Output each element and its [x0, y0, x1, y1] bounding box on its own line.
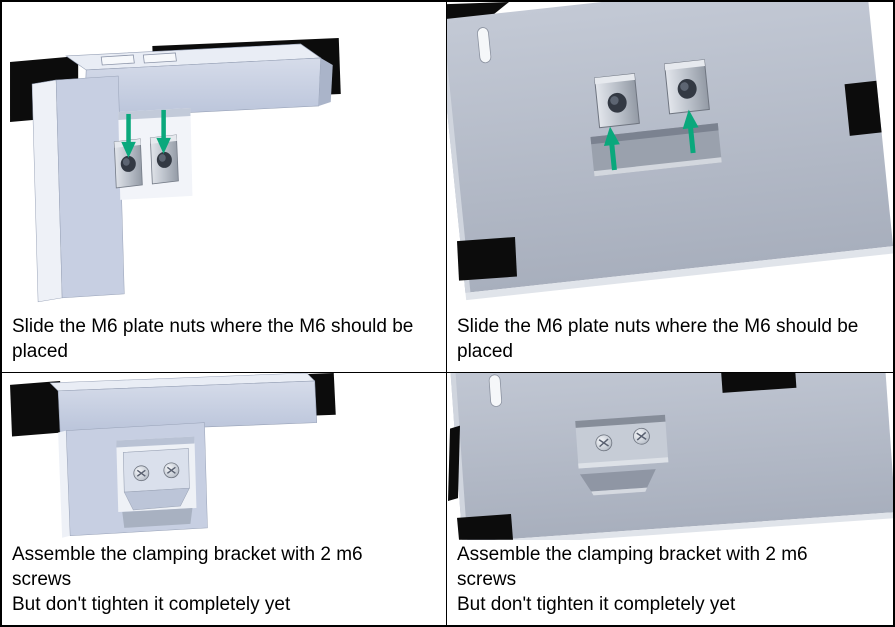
- caption-top-right: Slide the M6 plate nuts where the M6 sho…: [457, 315, 859, 362]
- m6-screw: [595, 434, 613, 452]
- panel-slot: [488, 374, 503, 407]
- caption-line: But don't tighten it completely yet: [12, 593, 291, 615]
- figure-top-right-graphic: [447, 2, 893, 301]
- top-rail: [65, 43, 333, 119]
- m6-screw: [633, 427, 650, 445]
- side-panel: [449, 373, 893, 540]
- arrow-down-icon: [156, 109, 171, 154]
- black-frame-patch: [448, 425, 460, 502]
- table-cell-top-right: Slide the M6 plate nuts where the M6 sho…: [447, 2, 893, 373]
- notch-lip: [591, 487, 648, 496]
- m6-plate-nut: [594, 73, 640, 129]
- caption-bottom-left: Assemble the clamping bracket with 2 m6 …: [2, 540, 446, 625]
- bracket-column: [31, 75, 125, 303]
- arrow-down-icon: [121, 113, 136, 158]
- arrow-up-icon: [682, 109, 699, 154]
- caption-top-left: Slide the M6 plate nuts where the M6 sho…: [12, 315, 414, 362]
- m6-plate-nut: [149, 134, 179, 185]
- rail-slot: [142, 52, 177, 64]
- notch: [579, 469, 656, 492]
- caption-line: Assemble the clamping bracket with 2 m6 …: [12, 543, 363, 590]
- black-frame-patch: [719, 373, 797, 393]
- rail-slot: [100, 54, 135, 66]
- black-frame-patch: [10, 380, 63, 437]
- figure-bottom-right-graphic: [448, 373, 893, 540]
- figure-bottom-left: [2, 373, 446, 540]
- black-frame-patch: [457, 513, 513, 540]
- top-rail: [49, 373, 318, 433]
- arrow-up-icon: [603, 126, 620, 171]
- figure-bottom-right: [447, 373, 893, 540]
- m6-plate-nut: [664, 59, 710, 115]
- caption-line: But don't tighten it completely yet: [457, 593, 736, 615]
- caption-bottom-right: Assemble the clamping bracket with 2 m6 …: [447, 540, 893, 625]
- table-cell-bottom-right: Assemble the clamping bracket with 2 m6 …: [447, 373, 893, 625]
- notch: [122, 508, 193, 528]
- figure-top-left-graphic: [10, 37, 341, 303]
- table-cell-top-left: Slide the M6 plate nuts where the M6 sho…: [2, 2, 447, 373]
- clamp-recess-shadow: [116, 436, 195, 448]
- m6-screw: [133, 465, 150, 482]
- screw-recess: [575, 414, 669, 469]
- side-panel: [447, 2, 893, 301]
- panel-slot: [477, 27, 492, 64]
- figure-bottom-left-graphic: [10, 373, 336, 538]
- m6-screw: [163, 462, 180, 479]
- figure-top-right: [447, 2, 893, 312]
- black-frame-patch: [457, 236, 517, 281]
- table-cell-bottom-left: Assemble the clamping bracket with 2 m6 …: [2, 373, 447, 625]
- clamping-bracket: [122, 448, 190, 511]
- figure-top-left: [2, 2, 446, 312]
- m6-plate-nut: [113, 138, 143, 189]
- caption-line: Assemble the clamping bracket with 2 m6 …: [457, 543, 808, 590]
- black-frame-patch: [844, 80, 882, 136]
